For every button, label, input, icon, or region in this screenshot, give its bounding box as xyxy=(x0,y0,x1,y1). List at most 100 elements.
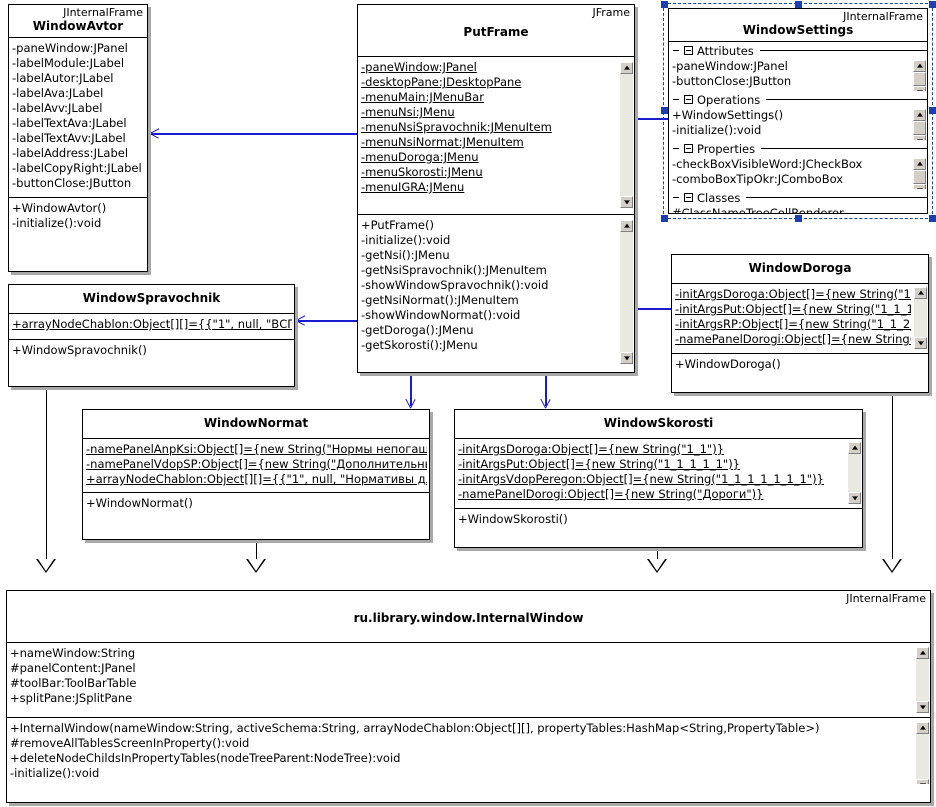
class-header-internal-window: JInternalFrame ru.library.window.Interna… xyxy=(7,591,930,643)
operation-item: +WindowNormat() xyxy=(86,496,193,510)
resize-handle-bottom-left[interactable] xyxy=(661,215,668,222)
operations-compartment-window-spravochnik: +WindowSpravochnik() xyxy=(9,340,294,361)
attribute-item: -menuNsi:JMenu xyxy=(361,105,455,119)
attributes-compartment-put-frame: -paneWindow:JPanel -desktopPane:JDesktop… xyxy=(358,57,634,215)
attributes-compartment-window-avtor: -paneWindow:JPanel -labelModule:JLabel -… xyxy=(9,38,147,198)
section-header-properties[interactable]: Properties xyxy=(669,140,927,157)
resize-handle-top-right[interactable] xyxy=(929,1,936,8)
section-label: Attributes xyxy=(697,43,754,58)
scrollbar-thumb[interactable] xyxy=(913,72,926,86)
scroll-down-icon[interactable] xyxy=(916,701,929,713)
scroll-down-icon[interactable] xyxy=(620,196,633,208)
operations-scrollbar-put-frame[interactable] xyxy=(620,219,633,365)
class-box-window-skorosti[interactable]: WindowSkorosti -initArgsDoroga:Object[]=… xyxy=(454,409,863,548)
attribute-item: +arrayNodeChablon:Object[][]={{"1", null… xyxy=(12,317,292,331)
resize-handle-top-center[interactable] xyxy=(795,1,802,8)
attribute-item: -labelAva:JLabel xyxy=(12,86,104,100)
class-box-put-frame[interactable]: JFrame PutFrame -paneWindow:JPanel -desk… xyxy=(357,4,635,373)
attribute-item: -labelCopyRight:JLabel xyxy=(12,161,142,175)
classes-compartment-window-settings: #ClassNameTreeCellRenderer xyxy=(669,206,927,213)
scroll-up-icon[interactable] xyxy=(848,442,861,454)
section-header-attributes[interactable]: Attributes xyxy=(669,42,927,59)
attributes-scrollbar-window-settings[interactable] xyxy=(913,59,926,91)
scroll-up-icon[interactable] xyxy=(916,722,929,734)
scroll-up-icon[interactable] xyxy=(914,287,927,299)
attribute-item: +arrayNodeChablon:Object[][]={{"1", null… xyxy=(86,472,427,486)
resize-handle-bottom-right[interactable] xyxy=(929,215,936,222)
attribute-item: -menuIGRA:JMenu xyxy=(361,180,465,194)
scroll-up-icon[interactable] xyxy=(913,109,926,121)
scrollbar-trough[interactable] xyxy=(916,734,929,779)
scroll-up-icon[interactable] xyxy=(620,220,633,232)
attribute-item: -initArgsRP:Object[]={new String("1_1_2_… xyxy=(675,317,911,331)
operation-item: -getNsiNormat():JMenuItem xyxy=(361,293,519,307)
scroll-down-icon[interactable] xyxy=(620,352,633,364)
class-header-put-frame: JFrame PutFrame xyxy=(358,5,634,57)
scrollbar-thumb[interactable] xyxy=(913,121,926,135)
scrollbar-trough[interactable] xyxy=(916,659,929,701)
scroll-up-icon[interactable] xyxy=(913,158,926,170)
resize-handle-middle-right[interactable] xyxy=(929,107,936,114)
operations-scrollbar-internal-window[interactable] xyxy=(916,721,929,784)
resize-handle-middle-left[interactable] xyxy=(661,107,668,114)
operations-compartment-window-skorosti: +WindowSkorosti() xyxy=(455,509,862,530)
operation-item: -showWindowSpravochnik():void xyxy=(361,278,549,292)
attribute-item: -initArgsDoroga:Object[]={new String("1_… xyxy=(458,442,725,456)
operations-compartment-window-settings: +WindowSettings() -initialize():void xyxy=(669,108,927,140)
collapse-minus-icon[interactable] xyxy=(684,46,693,55)
attributes-scrollbar-put-frame[interactable] xyxy=(620,61,633,209)
scrollbar-trough[interactable] xyxy=(620,74,633,196)
attribute-item: -paneWindow:JPanel xyxy=(672,59,788,73)
operation-item: -initialize():void xyxy=(12,216,102,230)
operation-item: +WindowSpravochnik() xyxy=(12,343,147,357)
collapse-minus-icon[interactable] xyxy=(684,193,693,202)
class-box-window-normat[interactable]: WindowNormat -namePanelAnpKsi:Object[]={… xyxy=(82,409,430,540)
resize-handle-bottom-center[interactable] xyxy=(795,215,802,222)
resize-handle-top-left[interactable] xyxy=(661,1,668,8)
scrollbar-trough[interactable] xyxy=(914,299,927,337)
scroll-down-icon[interactable] xyxy=(916,779,929,784)
attribute-item: -namePanelAnpKsi:Object[]={new String("Н… xyxy=(86,442,427,456)
association-line-skorosti xyxy=(545,373,547,406)
attributes-scrollbar-window-skorosti[interactable] xyxy=(848,441,861,505)
operation-item: -initialize():void xyxy=(361,233,451,247)
class-box-window-spravochnik[interactable]: WindowSpravochnik +arrayNodeChablon:Obje… xyxy=(8,284,295,387)
attributes-compartment-window-doroga: -initArgsDoroga:Object[]={new String("1_… xyxy=(672,284,928,354)
attribute-item: -namePanelDorogi:Object[]={new String("Д… xyxy=(458,487,764,501)
attribute-item: -menuNsiNormat:JMenuItem xyxy=(361,135,524,149)
section-dash-right xyxy=(766,99,927,100)
properties-scrollbar-window-settings[interactable] xyxy=(913,157,926,189)
class-box-window-avtor[interactable]: JInternalFrame WindowAvtor -paneWindow:J… xyxy=(8,4,148,272)
class-box-internal-window[interactable]: JInternalFrame ru.library.window.Interna… xyxy=(6,590,931,803)
scrollbar-thumb[interactable] xyxy=(913,170,926,184)
scrollbar-trough[interactable] xyxy=(848,454,861,492)
class-header-window-doroga: WindowDoroga xyxy=(672,255,928,284)
scroll-up-icon[interactable] xyxy=(913,60,926,72)
class-stereotype: JFrame xyxy=(592,6,630,19)
attribute-item: -labelTextAvv:JLabel xyxy=(12,131,126,145)
scroll-down-icon[interactable] xyxy=(914,337,927,349)
class-name: PutFrame xyxy=(463,25,529,39)
section-header-operations[interactable]: Operations xyxy=(669,91,927,108)
class-box-window-settings[interactable]: JInternalFrame WindowSettings Attributes… xyxy=(668,8,928,214)
operations-scrollbar-window-settings[interactable] xyxy=(913,108,926,140)
attributes-scrollbar-window-doroga[interactable] xyxy=(914,286,927,350)
generalization-line-doroga xyxy=(892,393,893,559)
scroll-down-icon[interactable] xyxy=(848,492,861,504)
scroll-down-icon[interactable] xyxy=(913,184,926,189)
section-dash-left xyxy=(673,148,679,149)
scroll-down-icon[interactable] xyxy=(913,86,926,91)
generalization-line-skorosti xyxy=(657,548,658,559)
attribute-item: -initArgsPut:Object[]={new String("1_1_1… xyxy=(675,302,911,316)
collapse-minus-icon[interactable] xyxy=(684,144,693,153)
scroll-down-icon[interactable] xyxy=(913,135,926,140)
scroll-up-icon[interactable] xyxy=(620,62,633,74)
class-name: WindowSkorosti xyxy=(603,416,714,430)
scroll-up-icon[interactable] xyxy=(916,647,929,659)
attributes-scrollbar-internal-window[interactable] xyxy=(916,646,929,714)
scrollbar-trough[interactable] xyxy=(620,232,633,352)
section-header-classes[interactable]: Classes xyxy=(669,189,927,206)
operations-compartment-window-normat: +WindowNormat() xyxy=(83,493,429,514)
class-box-window-doroga[interactable]: WindowDoroga -initArgsDoroga:Object[]={n… xyxy=(671,254,929,393)
collapse-minus-icon[interactable] xyxy=(684,95,693,104)
